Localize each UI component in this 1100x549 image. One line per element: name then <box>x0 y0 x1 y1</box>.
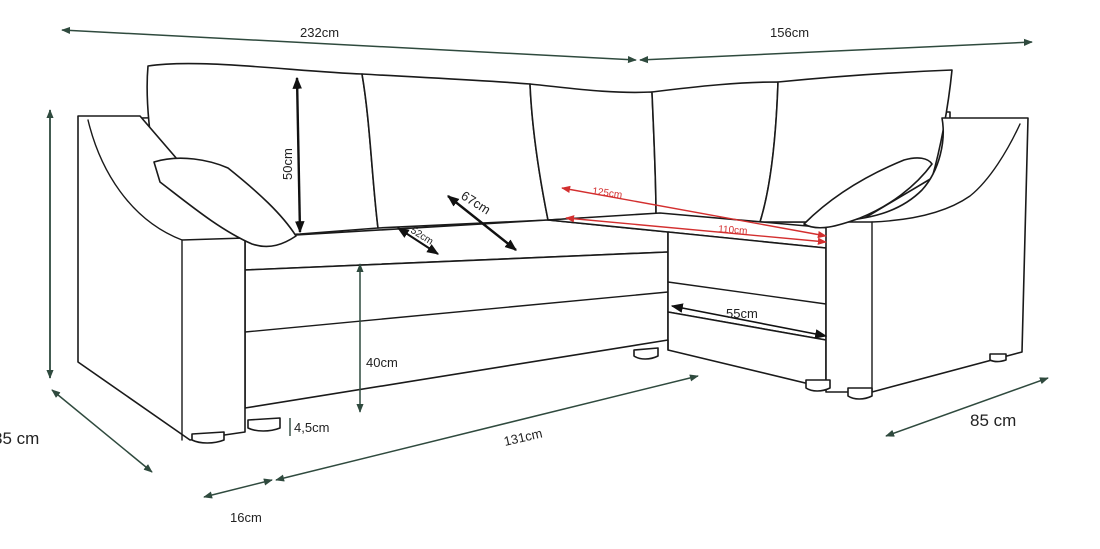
dim-line-chaise-inner-length <box>565 215 827 245</box>
dim-line-total-width <box>61 26 637 64</box>
leg-6 <box>989 353 1007 363</box>
dim-line-left-depth <box>51 389 153 473</box>
back-cushion-3 <box>529 83 657 221</box>
dim-line-seat-cushion-depth <box>396 227 440 255</box>
label-chaise-inner-length: 110cm <box>718 224 748 237</box>
right-arm-outer <box>825 117 1029 393</box>
back-cushion-2 <box>361 73 549 229</box>
right-throw-pillow <box>803 157 933 229</box>
label-total-width: 232cm <box>300 25 339 40</box>
dim-line-chaise-width <box>639 38 1033 64</box>
leg-5 <box>847 387 873 400</box>
dim-line-right-depth <box>885 377 1049 437</box>
main-front-base <box>244 251 669 409</box>
leg-1 <box>191 431 225 444</box>
leg-2 <box>247 417 281 432</box>
label-chaise-depth: 55cm <box>726 306 758 321</box>
label-sleeping-length: 125cm <box>592 186 623 201</box>
dimension-lines <box>46 26 1049 499</box>
label-front-length: 131cm <box>502 426 543 449</box>
dimension-labels: 232cm 156cm 50cm 67cm 52cm 125cm 110cm 5… <box>0 25 1016 525</box>
left-throw-pillow <box>153 157 297 248</box>
sofa-outline <box>77 62 1029 444</box>
label-right-depth: 85 cm <box>970 411 1016 430</box>
back-cushion-4 <box>651 81 779 223</box>
label-chaise-width: 156cm <box>770 25 809 40</box>
dim-line-back-cushion-height <box>292 76 305 234</box>
dim-line-arm-width <box>203 478 273 499</box>
dim-line-front-length <box>275 374 699 482</box>
label-left-depth: 85 cm <box>0 429 39 448</box>
dim-line-chaise-depth <box>670 303 828 339</box>
label-leg-height: 4,5cm <box>294 420 329 435</box>
leg-3 <box>633 347 659 360</box>
label-back-cushion-height: 50cm <box>280 148 295 180</box>
leg-4 <box>805 379 831 392</box>
label-arm-width: 16cm <box>230 510 262 525</box>
dim-line-cushion-diagonal <box>447 195 517 251</box>
label-seat-height: 40cm <box>366 355 398 370</box>
